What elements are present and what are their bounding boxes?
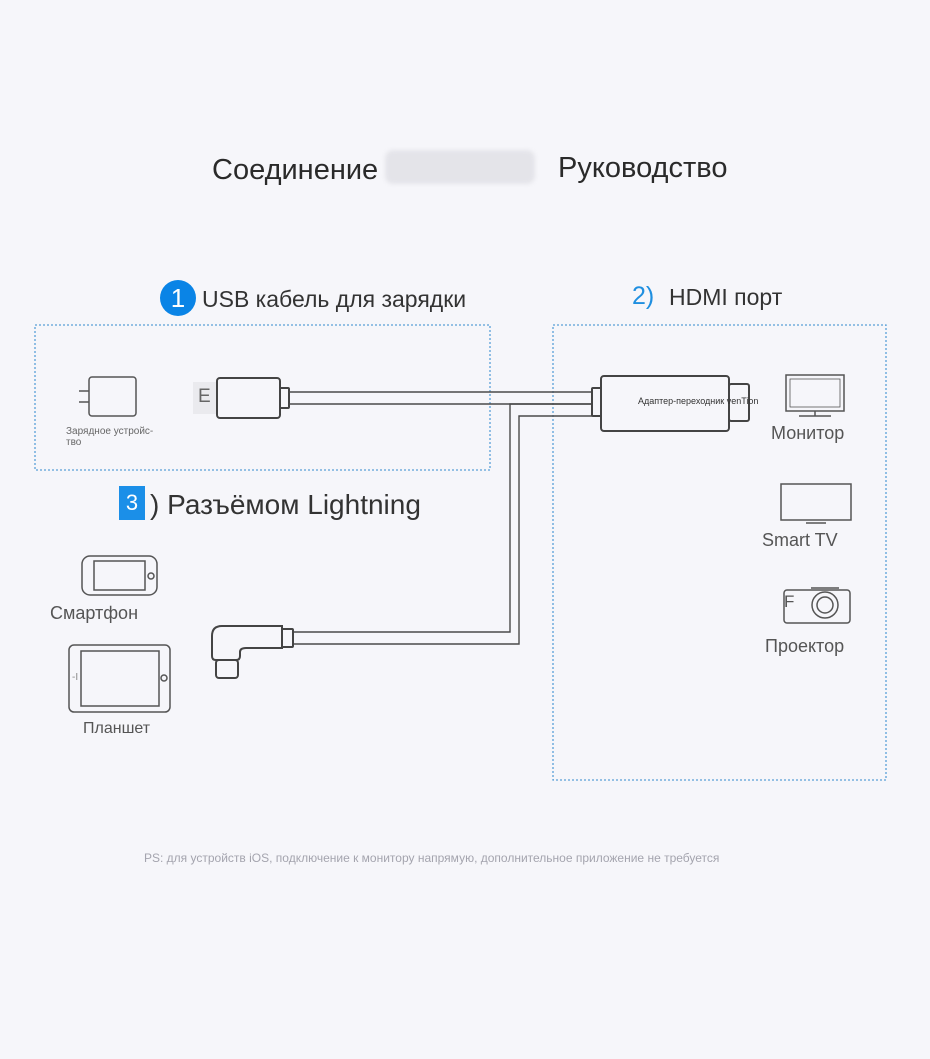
smartphone-icon — [81, 555, 158, 596]
usb-plug-letter: E — [198, 386, 211, 407]
hdmi-section-label: HDMI порт — [669, 284, 783, 310]
footnote: PS: для устройств iOS, подключение к мон… — [144, 851, 720, 865]
tablet-mark: -I — [72, 672, 79, 683]
usb-number-badge: 1 — [160, 280, 196, 316]
usb-section-label: USB кабель для зарядки — [202, 286, 467, 312]
lightning-cable — [293, 403, 592, 645]
title-left: Соединение — [212, 154, 379, 186]
smart-tv-label: Smart TV — [762, 530, 838, 550]
title-ghost — [385, 150, 535, 184]
projector-icon — [783, 587, 851, 624]
tablet-icon — [68, 644, 171, 713]
lightning-section-label: ) Разъёмом Lightning — [150, 489, 421, 520]
monitor-label: Монитор — [771, 423, 845, 443]
hdmi-number: 2) — [632, 282, 655, 310]
hdmi-frame — [552, 324, 887, 781]
usb-cable — [289, 391, 592, 405]
charger-icon — [79, 376, 137, 417]
projector-label: Проектор — [765, 636, 845, 656]
smartphone-label: Смартфон — [50, 603, 139, 623]
charger-label: Зарядное устройс- тво — [66, 426, 154, 448]
smart-tv-icon — [780, 483, 852, 524]
monitor-icon — [785, 374, 845, 417]
tablet-label: Планшет — [83, 720, 151, 737]
title-right: Руководство — [558, 152, 728, 184]
projector-letter: F — [784, 592, 795, 611]
adapter-label: Адаптер-переходник venTion — [638, 396, 759, 406]
hdmi-adapter-icon — [591, 375, 750, 432]
usb-plug-icon — [193, 377, 290, 419]
usb-frame — [34, 324, 491, 471]
lightning-number-badge: 3 — [119, 486, 145, 520]
lightning-plug-icon — [211, 625, 294, 679]
